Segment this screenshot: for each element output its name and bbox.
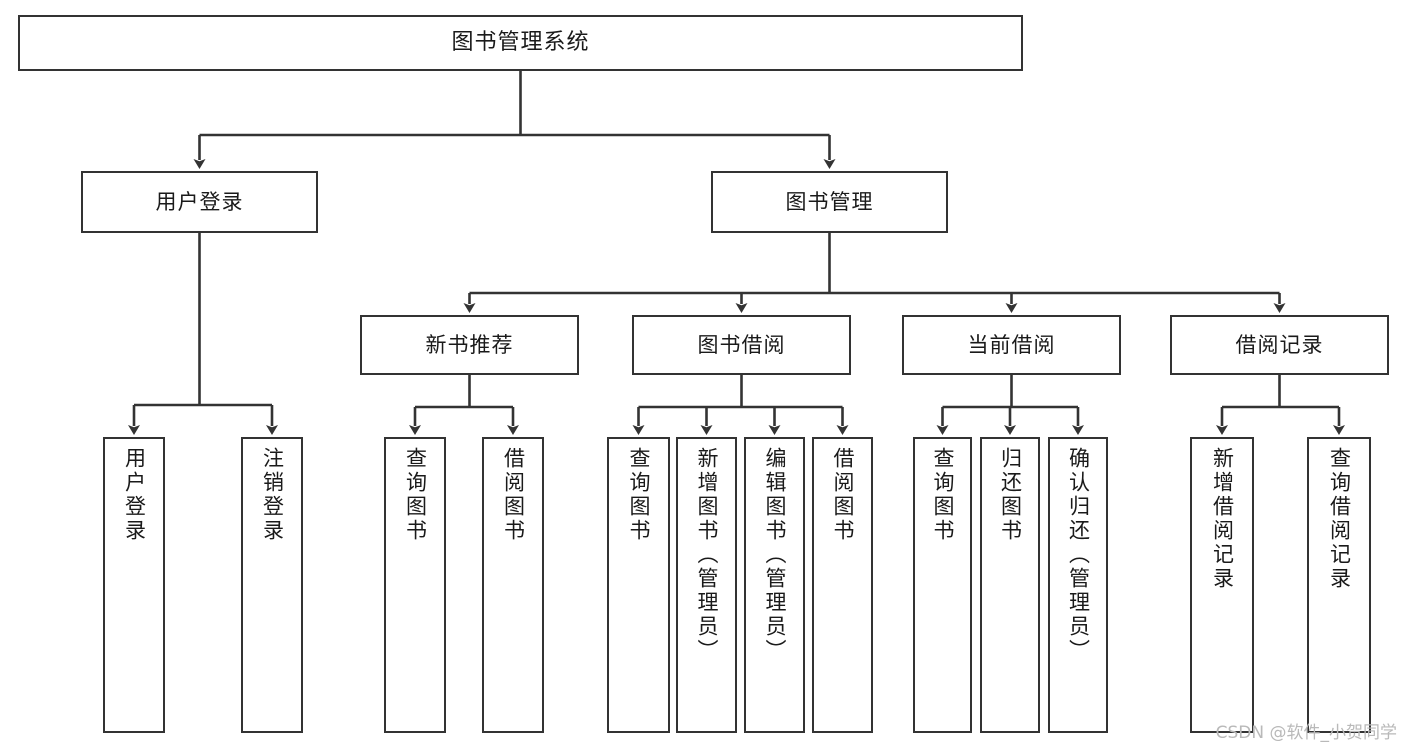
node-label: 编辑图书（管理员）: [763, 447, 787, 663]
leaf-node-query-borrow-record[interactable]: 查询借阅记录: [1307, 437, 1371, 733]
node-label: 借阅图书: [501, 447, 526, 543]
node-label: 归还图书: [998, 447, 1023, 543]
node-label: 用户登录: [122, 447, 147, 543]
node-label: 借阅图书: [831, 447, 855, 543]
node-label: 新增借阅记录: [1210, 447, 1235, 591]
leaf-node-query-books-borrowing[interactable]: 查询图书: [607, 437, 670, 733]
node-label: 确认归还（管理员）: [1066, 447, 1091, 663]
node-new-book-recommendation[interactable]: 新书推荐: [360, 315, 579, 375]
node-user-login[interactable]: 用户登录: [81, 171, 318, 233]
node-label: 用户登录: [155, 189, 244, 214]
node-label: 当前借阅: [967, 332, 1056, 357]
node-label: 查询图书: [403, 447, 428, 543]
leaf-node-user-login[interactable]: 用户登录: [103, 437, 165, 733]
leaf-node-query-books-new-book[interactable]: 查询图书: [384, 437, 446, 733]
node-book-borrowing[interactable]: 图书借阅: [632, 315, 851, 375]
leaf-node-edit-book-admin[interactable]: 编辑图书（管理员）: [744, 437, 805, 733]
node-label: 查询图书: [627, 447, 651, 543]
node-borrowing-record[interactable]: 借阅记录: [1170, 315, 1389, 375]
node-label: 新增图书（管理员）: [695, 447, 719, 663]
node-book-management-system[interactable]: 图书管理系统: [18, 15, 1023, 71]
csdn-watermark: CSDN @软件_小贺同学: [1215, 723, 1397, 743]
node-label: 查询图书: [931, 447, 955, 543]
node-label: 查询借阅记录: [1327, 447, 1352, 591]
leaf-node-query-books-current[interactable]: 查询图书: [913, 437, 972, 733]
node-label: 图书借阅: [697, 332, 786, 357]
node-book-management[interactable]: 图书管理: [711, 171, 948, 233]
node-label: 借阅记录: [1235, 332, 1324, 357]
leaf-node-add-borrow-record[interactable]: 新增借阅记录: [1190, 437, 1254, 733]
leaf-node-borrow-books-new-book[interactable]: 借阅图书: [482, 437, 544, 733]
node-label: 图书管理系统: [451, 30, 590, 56]
leaf-node-confirm-return-admin[interactable]: 确认归还（管理员）: [1048, 437, 1108, 733]
leaf-node-user-logout[interactable]: 注销登录: [241, 437, 303, 733]
node-current-borrowing[interactable]: 当前借阅: [902, 315, 1121, 375]
leaf-node-add-book-admin[interactable]: 新增图书（管理员）: [676, 437, 737, 733]
node-label: 图书管理: [785, 189, 874, 214]
leaf-node-return-books[interactable]: 归还图书: [980, 437, 1040, 733]
node-label: 新书推荐: [425, 332, 514, 357]
leaf-node-borrow-books-borrowing[interactable]: 借阅图书: [812, 437, 873, 733]
node-label: 注销登录: [260, 447, 285, 543]
